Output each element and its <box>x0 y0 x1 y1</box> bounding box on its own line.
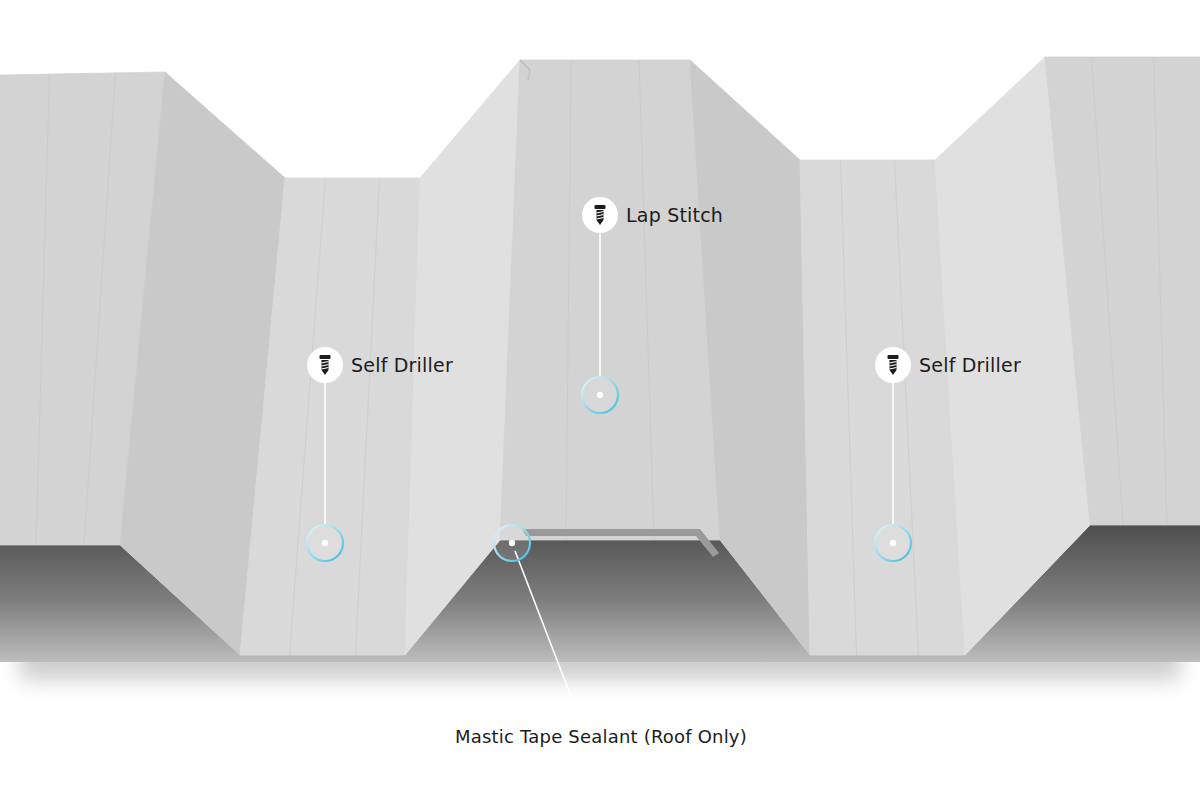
sheet-pan <box>240 178 420 655</box>
screw-thread <box>890 362 897 370</box>
fold-line <box>84 73 116 545</box>
sheet-web <box>690 60 810 655</box>
sheet-crest <box>500 60 720 540</box>
target-ring <box>875 525 911 561</box>
target-ring <box>307 525 343 561</box>
target-dot <box>509 540 515 546</box>
target-ring <box>875 525 911 561</box>
leader-line <box>324 383 326 524</box>
fold-line <box>36 74 50 545</box>
target-ring <box>494 525 530 561</box>
icon-disc <box>582 197 618 233</box>
fold-line <box>639 60 654 540</box>
target-dot <box>597 392 603 398</box>
screw-shank <box>890 360 897 375</box>
lap-edge-back <box>520 60 530 80</box>
sealant-label: Mastic Tape Sealant (Roof Only) <box>455 726 747 748</box>
fastener-label: Self Driller <box>919 354 1021 377</box>
leader-line <box>892 383 894 524</box>
icon-disc <box>307 347 343 383</box>
fold-line <box>290 178 326 655</box>
fold-line <box>895 160 919 655</box>
fold-line <box>356 178 380 655</box>
screw-icon <box>875 347 911 383</box>
target-ring <box>582 377 618 413</box>
target-ring <box>494 525 530 561</box>
screw-head <box>595 205 606 209</box>
screw-shank <box>322 360 329 375</box>
screw-icon <box>307 347 343 383</box>
sheet-crest <box>1045 57 1200 525</box>
fold-line <box>1092 57 1124 525</box>
screw-thread <box>322 362 329 370</box>
screw-shank <box>597 210 604 225</box>
leader-line <box>515 551 577 712</box>
fastener-label: Lap Stitch <box>626 204 723 227</box>
icon-disc <box>875 347 911 383</box>
target-dot <box>890 540 896 546</box>
screw-thread <box>597 212 604 220</box>
fold-line <box>841 160 857 655</box>
fold-line <box>566 60 571 540</box>
screw-head <box>888 355 899 359</box>
fastener-label: Self Driller <box>351 354 453 377</box>
leader-line <box>599 233 601 376</box>
screw-head <box>320 355 331 359</box>
target-ring <box>307 525 343 561</box>
target-ring <box>582 377 618 413</box>
lap-edge <box>522 529 719 557</box>
screw-icon <box>582 197 618 233</box>
fold-line <box>1154 57 1168 525</box>
target-dot <box>322 540 328 546</box>
